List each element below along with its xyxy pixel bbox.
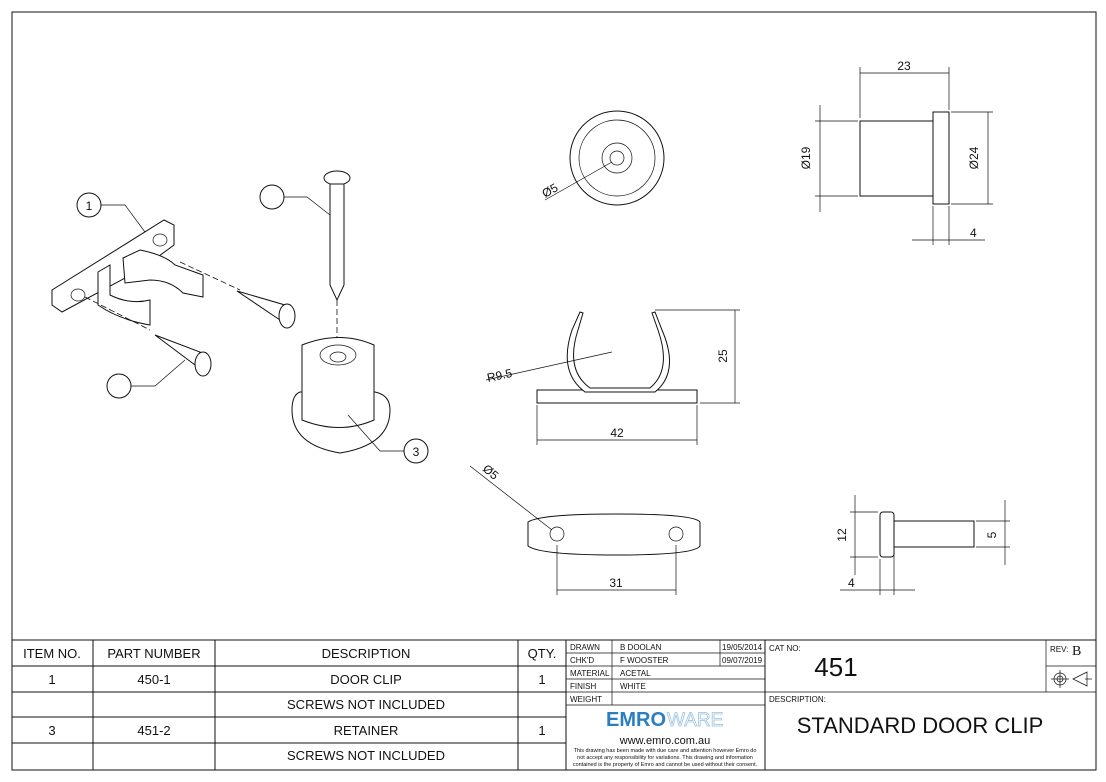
svg-text:REV:: REV: <box>1050 645 1068 654</box>
svg-text:Ø19: Ø19 <box>799 146 813 169</box>
bom-row: SCREWS NOT INCLUDED <box>287 697 445 712</box>
svg-text:DOOR CLIP: DOOR CLIP <box>330 672 402 687</box>
svg-text:4: 4 <box>848 576 855 590</box>
svg-text:F WOOSTER: F WOOSTER <box>620 656 669 665</box>
svg-text:3: 3 <box>48 723 55 738</box>
balloon-1: 1 <box>76 192 146 233</box>
svg-text:31: 31 <box>609 576 623 590</box>
svg-text:CAT NO:: CAT NO: <box>769 644 801 653</box>
svg-text:12: 12 <box>835 528 849 542</box>
svg-text:DESCRIPTION: DESCRIPTION <box>322 646 411 661</box>
svg-text:www.emro.com.au: www.emro.com.au <box>619 735 710 747</box>
clip-base-view: Ø5 31 <box>469 462 701 595</box>
svg-text:ITEM NO.: ITEM NO. <box>23 646 81 661</box>
svg-text:5: 5 <box>985 531 999 538</box>
balloon-screw-b <box>259 184 331 216</box>
retainer-iso <box>291 337 391 454</box>
balloon-screw-a <box>106 359 186 399</box>
third-angle-projection-icon <box>1051 670 1092 688</box>
svg-text:FINISH: FINISH <box>570 682 596 691</box>
svg-text:This drawing has been made wit: This drawing has been made with due care… <box>574 748 757 754</box>
svg-text:450-1: 450-1 <box>137 672 170 687</box>
svg-text:DESCRIPTION:: DESCRIPTION: <box>769 695 826 704</box>
svg-text:19/05/2014: 19/05/2014 <box>722 643 763 652</box>
clip-side-view: 12 5 4 <box>835 495 1010 595</box>
svg-text:WARE: WARE <box>667 710 723 731</box>
svg-text:SCREWS NOT INCLUDED: SCREWS NOT INCLUDED <box>287 748 445 763</box>
emroware-logo: EMRO WARE <box>606 709 724 731</box>
svg-text:451-2: 451-2 <box>137 723 170 738</box>
bom-header: ITEM NO. PART NUMBER DESCRIPTION QTY. <box>23 646 556 661</box>
svg-text:WHITE: WHITE <box>620 682 646 691</box>
svg-text:1: 1 <box>538 723 545 738</box>
svg-text:RETAINER: RETAINER <box>334 723 399 738</box>
svg-text:SCREWS NOT INCLUDED: SCREWS NOT INCLUDED <box>287 697 445 712</box>
svg-text:WEIGHT: WEIGHT <box>570 695 602 704</box>
svg-text:B DOOLAN: B DOOLAN <box>620 643 662 652</box>
svg-text:contained is the property of E: contained is the property of Emro and ca… <box>573 762 758 768</box>
bom-table: ITEM NO. PART NUMBER DESCRIPTION QTY. 1 … <box>11 639 567 771</box>
bom-row: SCREWS NOT INCLUDED <box>287 748 445 763</box>
svg-text:CHK'D: CHK'D <box>570 656 594 665</box>
svg-text:DRAWN: DRAWN <box>570 643 600 652</box>
svg-text:25: 25 <box>716 349 730 363</box>
svg-text:1: 1 <box>48 672 55 687</box>
title-block: DRAWN B DOOLAN 19/05/2014 CHK'D F WOOSTE… <box>565 639 1097 771</box>
svg-text:Ø24: Ø24 <box>967 146 981 169</box>
svg-text:B: B <box>1072 644 1081 659</box>
svg-text:EMRO: EMRO <box>606 709 666 731</box>
balloon-3: 3 <box>347 414 429 464</box>
svg-text:Ø5: Ø5 <box>480 462 502 483</box>
svg-text:23: 23 <box>897 59 911 73</box>
svg-text:Ø5: Ø5 <box>540 180 561 200</box>
svg-text:1: 1 <box>538 672 545 687</box>
retainer-side-view: 23 Ø19 Ø24 4 <box>799 59 993 245</box>
svg-text:R9.5: R9.5 <box>486 366 514 385</box>
retainer-top-view: Ø5 <box>540 110 665 206</box>
door-clip-iso <box>51 219 241 331</box>
screw-a <box>154 290 296 377</box>
svg-text:42: 42 <box>610 426 624 440</box>
svg-text:PART NUMBER: PART NUMBER <box>107 646 200 661</box>
bom-row: 1 450-1 DOOR CLIP 1 <box>48 672 545 687</box>
svg-text:1: 1 <box>86 199 93 213</box>
svg-text:ACETAL: ACETAL <box>620 669 651 678</box>
svg-text:MATERIAL: MATERIAL <box>570 669 610 678</box>
svg-text:09/07/2019: 09/07/2019 <box>722 656 763 665</box>
clip-front-view: R9.5 25 42 <box>486 309 740 445</box>
svg-text:not accept any responsibility: not accept any responsibility for variat… <box>577 755 753 761</box>
svg-text:QTY.: QTY. <box>528 646 557 661</box>
bom-row: 3 451-2 RETAINER 1 <box>48 723 545 738</box>
svg-text:3: 3 <box>413 445 420 459</box>
svg-text:STANDARD DOOR CLIP: STANDARD DOOR CLIP <box>797 713 1044 738</box>
svg-text:451: 451 <box>814 652 857 682</box>
screw-b <box>323 170 351 340</box>
svg-text:4: 4 <box>970 226 977 240</box>
